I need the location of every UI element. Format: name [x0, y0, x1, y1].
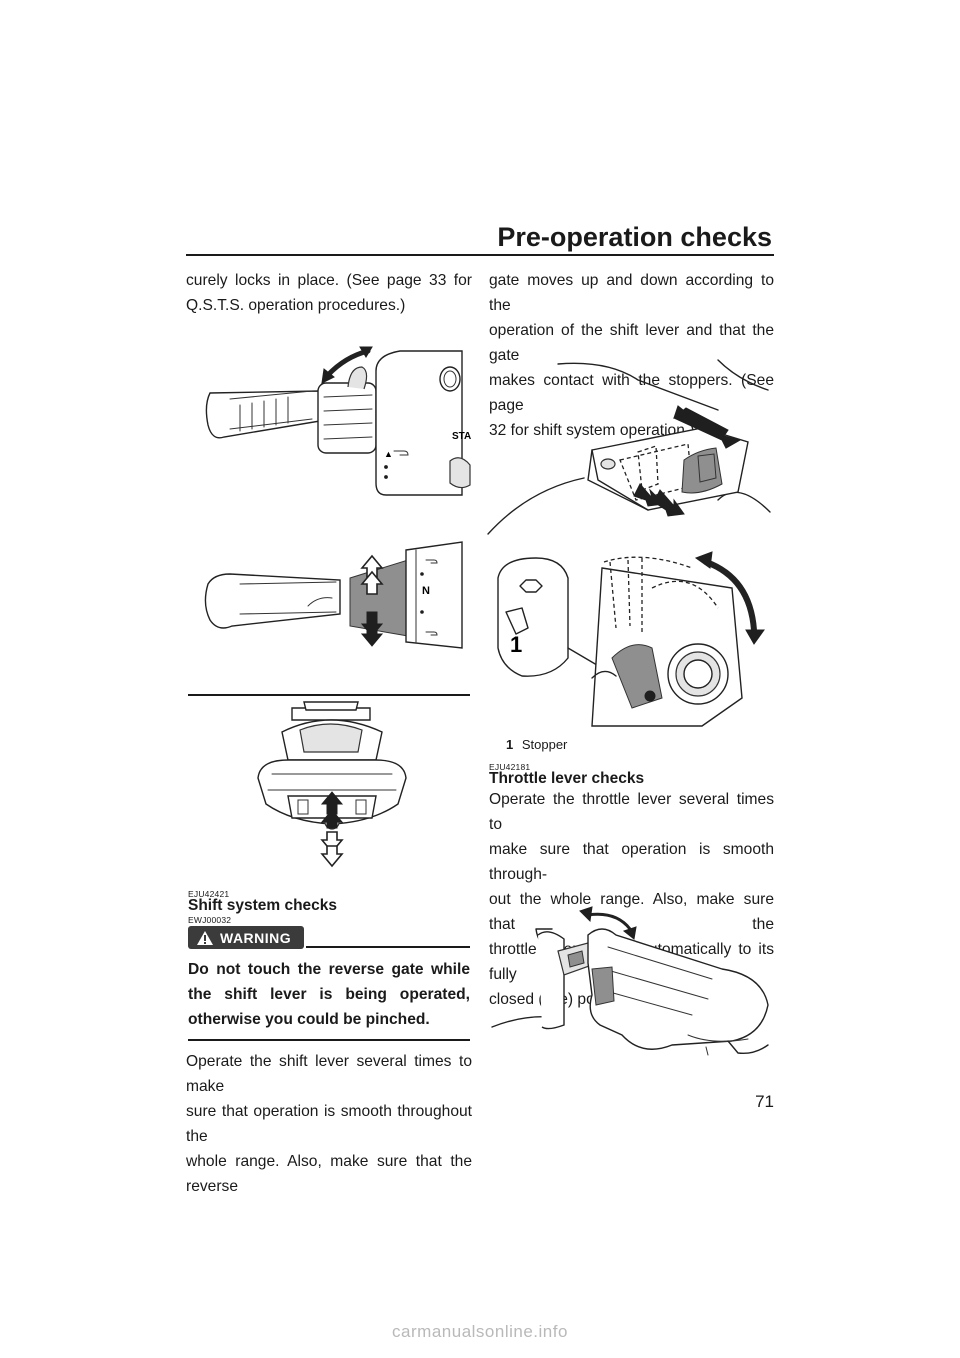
- callout-label: Stopper: [521, 737, 568, 752]
- watercraft-rear-illustration: [257, 701, 407, 868]
- intro-line-1: curely locks in place. (See page 33 for: [186, 272, 472, 289]
- throttle-section-code: EJU42181: [489, 762, 531, 772]
- watermark: carmanualsonline.info: [392, 1322, 568, 1341]
- warning-triangle-icon: [197, 930, 213, 945]
- warning-bottom-rule: [188, 1039, 470, 1041]
- page-title: Pre-operation checks: [497, 222, 772, 252]
- throttle-line-3: out the whole range. Also, make sure tha…: [489, 891, 774, 933]
- throttle-line-2: make sure that operation is smooth throu…: [489, 841, 774, 883]
- warning-label: WARNING: [220, 929, 292, 946]
- continued-line-3: makes contact with the stoppers. (See pa…: [489, 372, 774, 414]
- continued-line-2: operation of the shift lever and that th…: [489, 322, 774, 364]
- intro-paragraph: curely locks in place. (See page 33 for …: [186, 268, 472, 318]
- continued-paragraph: gate moves up and down according to the …: [489, 268, 774, 443]
- shift-body-paragraph: Operate the shift lever several times to…: [186, 1049, 472, 1199]
- page-number: 71: [755, 1092, 774, 1111]
- shift-section-heading: Shift system checks: [188, 897, 338, 914]
- panel-text: STA: [452, 431, 471, 442]
- callout-legend: 1 Stopper: [506, 737, 567, 752]
- shift-body-line-1: Operate the shift lever several times to…: [186, 1053, 472, 1095]
- continued-line-4: 32 for shift system operation.): [489, 422, 695, 439]
- warning-text: Do not touch the reverse gate while the …: [188, 961, 470, 1028]
- throttle-section-heading: Throttle lever checks: [489, 770, 645, 787]
- shift-positions-illustration: N: [204, 541, 463, 649]
- warning-top-rule: [306, 946, 470, 948]
- throttle-line-1: Operate the throttle lever several times…: [489, 791, 774, 833]
- continued-line-1: gate moves up and down according to the: [489, 272, 774, 314]
- shift-body-line-3: whole range. Also, make sure that the re…: [186, 1153, 472, 1195]
- warning-badge: WARNING: [188, 926, 304, 949]
- neutral-mark: N: [422, 585, 430, 597]
- warning-code: EWJ00032: [188, 915, 232, 925]
- shift-section-code: EJU42421: [188, 889, 230, 899]
- shift-body-line-2: sure that operation is smooth throughout…: [186, 1103, 472, 1145]
- svg-text:▲: ▲: [384, 449, 393, 459]
- stopper-detail-illustration: 1: [497, 551, 765, 727]
- shift-arrows-icon: [360, 554, 384, 647]
- shift-lever-grip-illustration: STA ▲: [205, 346, 471, 496]
- intro-line-2: Q.S.T.S. operation procedures.): [186, 297, 406, 314]
- figure-callout-number: 1: [510, 632, 522, 657]
- throttle-hand-illustration: [491, 906, 769, 1056]
- header-rule: [186, 254, 774, 256]
- reverse-gate-illustration: [487, 359, 771, 535]
- figure-divider: [188, 694, 470, 696]
- callout-number: 1: [506, 737, 514, 752]
